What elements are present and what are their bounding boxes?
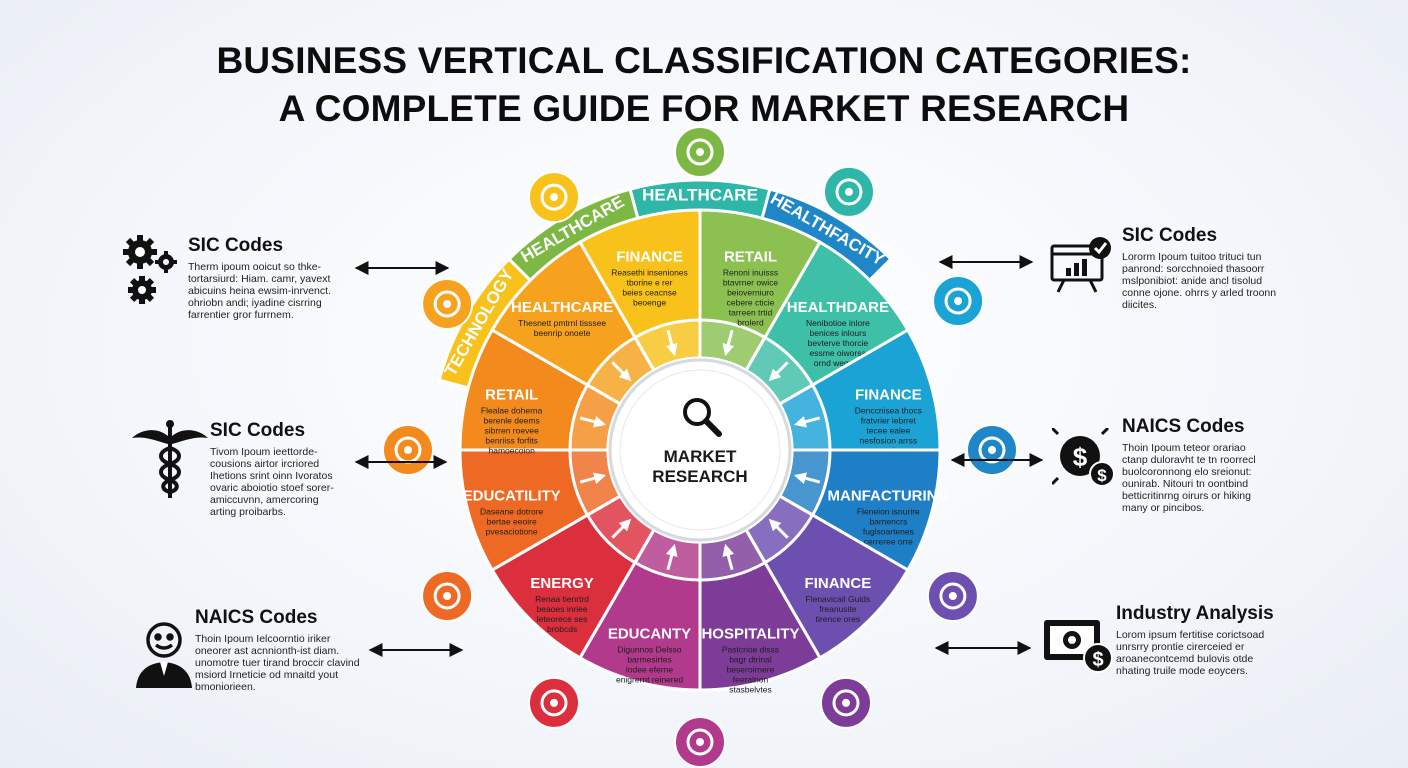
caduceus-icon xyxy=(132,420,208,498)
callout-text: Therm ipoum ooicut so thke-tortarsiurd: … xyxy=(188,261,331,321)
segment-arrow xyxy=(579,415,607,428)
segment-label: HEALTHDARE xyxy=(787,299,889,316)
page-title-line-2: A COMPLETE GUIDE FOR MARKET RESEARCH xyxy=(278,88,1130,129)
segment-label: ENERGY xyxy=(530,575,593,592)
segment-arrow xyxy=(665,543,678,571)
callout-title: Industry Analysis xyxy=(1116,603,1274,624)
magnifier-icon xyxy=(683,398,722,437)
segment-arrow xyxy=(793,472,821,485)
segment-arrow xyxy=(722,543,735,571)
callout-left-1: SIC Codes Therm ipoum ooicut so thke-tor… xyxy=(188,235,393,321)
segment-label: RETAIL xyxy=(724,249,777,266)
gears-icon xyxy=(123,235,177,304)
segment-arrow xyxy=(793,415,821,428)
education-gear-icon xyxy=(421,570,474,622)
medical-wings-icon xyxy=(932,275,985,327)
page-title-line-1: BUSINESS VERTICAL CLASSIFICATION CATEGOR… xyxy=(216,40,1192,81)
callout-title: NAICS Codes xyxy=(1122,416,1245,437)
segment-label: FINANCE xyxy=(855,387,922,404)
analytics-monitor-icon xyxy=(1050,237,1111,293)
segment-label: EDUCANTY xyxy=(608,625,691,642)
health-hands-icon xyxy=(823,165,875,218)
segment-arrow xyxy=(768,361,789,382)
center-hub-inner-ring xyxy=(619,369,781,531)
segment-label: EDUCATILITY xyxy=(463,487,561,504)
segment-label: FINANCE xyxy=(616,249,683,266)
svg-text:$: $ xyxy=(1073,442,1088,472)
svg-text:$: $ xyxy=(1097,466,1107,485)
callout-title: SIC Codes xyxy=(188,235,284,256)
people-chat-icon xyxy=(674,126,726,178)
segment-arrow xyxy=(722,329,735,357)
segment-arrow xyxy=(768,518,789,539)
energy-icon xyxy=(528,676,580,729)
segment-label: RETAIL xyxy=(485,387,538,404)
svg-text:$: $ xyxy=(1092,649,1103,671)
clipboard-icon xyxy=(820,676,872,729)
tech-bulb-icon xyxy=(528,171,580,224)
callout-left-3: NAICS Codes Thoin Ipoum Ielcoorntio irik… xyxy=(195,607,400,693)
segment-label: HEALTHCARE xyxy=(511,299,613,316)
segment-label: MANFACTURING xyxy=(828,487,950,504)
camera-icon xyxy=(674,716,726,768)
dollar-arrows-icon: $ $ xyxy=(1052,428,1115,487)
center-label-line-1: MARKET xyxy=(664,447,737,466)
segment-arrow xyxy=(665,329,678,357)
callout-right-1: SIC Codes Lororm Ipoum tuitoo trituci tu… xyxy=(1122,225,1327,311)
segment-arrow xyxy=(611,518,632,539)
segment-arrow xyxy=(579,472,607,485)
center-label-line-2: RESEARCH xyxy=(652,467,747,486)
outer-ring-label: HEALTHCARE xyxy=(642,185,758,204)
finance-chart-icon xyxy=(926,570,979,622)
segment-label: HOSPITALITY xyxy=(701,625,799,642)
health-dial-icon xyxy=(421,278,474,330)
monitor-dollar-icon: $ xyxy=(1044,620,1113,673)
callout-title: SIC Codes xyxy=(210,420,306,441)
callout-title: SIC Codes xyxy=(1122,225,1218,246)
segment-arrow xyxy=(611,361,632,382)
callout-text: Tivom Ipoum ieettorde-cousions airtor ir… xyxy=(210,446,334,518)
callout-right-3: Industry Analysis Lorom ipsum fertitise … xyxy=(1116,603,1321,677)
segment-label: FINANCE xyxy=(805,575,872,592)
businessman-icon xyxy=(136,622,192,688)
callout-left-2: SIC Codes Tivom Ipoum ieettorde-cousions… xyxy=(210,420,415,518)
callout-title: NAICS Codes xyxy=(195,607,318,628)
